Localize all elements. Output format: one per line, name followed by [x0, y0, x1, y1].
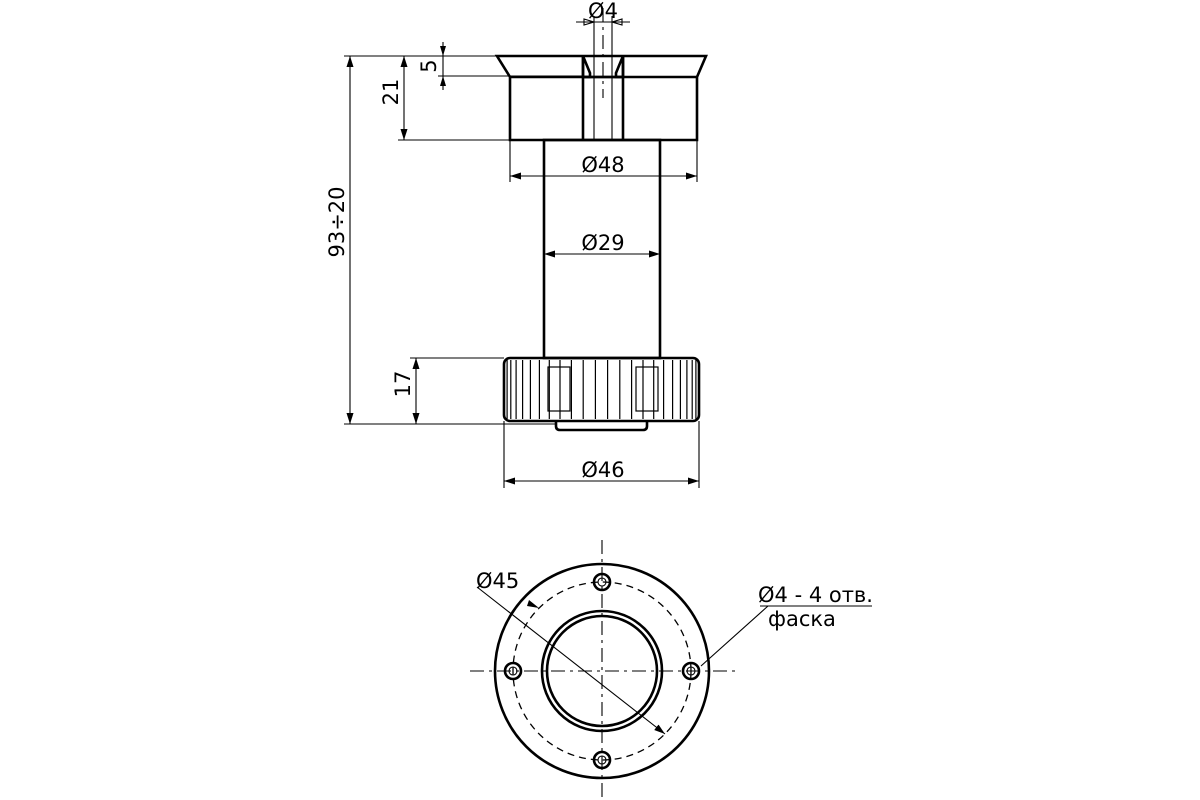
holes-note-line1: Ø4 - 4 отв.	[758, 583, 873, 607]
nut-window	[547, 366, 571, 412]
dim-nut-dia-label: Ø46	[581, 458, 624, 482]
dim-recess-label: 5	[417, 59, 441, 72]
mount-hole	[681, 661, 701, 681]
side-view: Ø4 5 21 93÷20 Ø48 Ø29 17 Ø46	[325, 0, 708, 488]
mount-holes	[503, 572, 701, 770]
foot-pad	[554, 421, 649, 432]
dim-recess-arrow-t	[440, 46, 446, 56]
dim-nut-height-label: 17	[391, 371, 415, 398]
inner-bore-inner	[545, 614, 659, 728]
dim-total-height-label: 93÷20	[325, 186, 349, 257]
dim-bolt-circle-arrow-start	[527, 600, 539, 608]
holes-leader-line	[700, 605, 769, 667]
knurled-nut	[502, 356, 701, 423]
cup-flange	[494, 54, 708, 142]
outer-flange-circle	[493, 562, 711, 780]
dim-top-hole-arrow-r	[610, 18, 623, 26]
top-view: Ø45 Ø4 - 4 отв. фаска	[470, 540, 873, 800]
mount-hole	[503, 661, 523, 681]
mount-hole-chamfer	[508, 666, 518, 676]
dim-tube-dia-label: Ø29	[581, 231, 624, 255]
mount-hole-chamfer	[686, 666, 696, 676]
dim-top-hole-arrow-l	[583, 18, 596, 26]
inner-bore-outer	[540, 609, 664, 733]
bolt-circle	[512, 581, 692, 761]
mount-hole-chamfer	[597, 755, 607, 765]
mount-hole	[592, 572, 612, 592]
dim-cup-dia-label: Ø48	[581, 153, 624, 177]
dim-cup-height-label: 21	[379, 79, 403, 106]
holes-note-line2: фаска	[768, 607, 836, 631]
mount-hole	[592, 750, 612, 770]
dim-recess-arrow-b	[440, 76, 446, 86]
nut-window	[635, 366, 659, 412]
dim-bolt-circle-line	[476, 586, 666, 735]
mount-hole-chamfer	[597, 577, 607, 587]
dim-bolt-circle-label: Ø45	[476, 569, 519, 593]
dim-top-hole-label: Ø4	[588, 0, 618, 23]
knurl-pattern	[506, 360, 697, 419]
